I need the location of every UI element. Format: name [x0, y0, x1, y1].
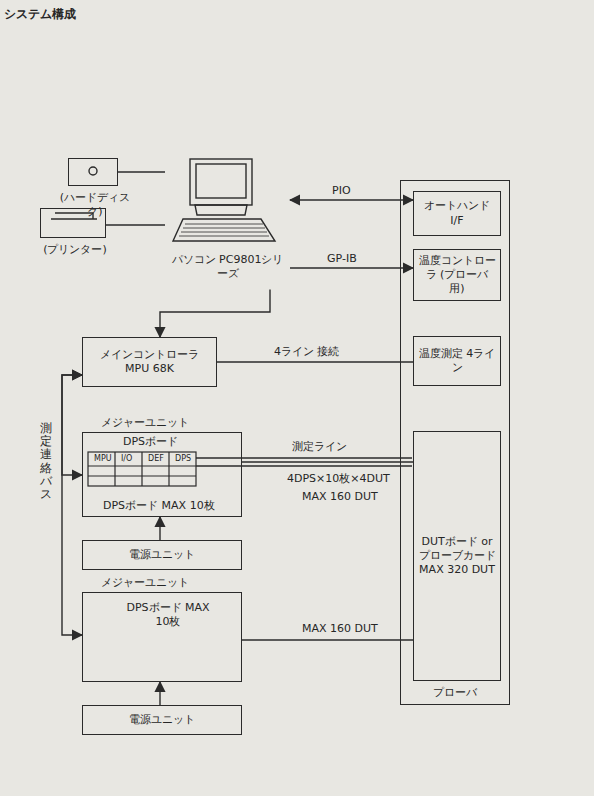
node-text: オートハンド I/F	[414, 199, 500, 228]
node-text: DPSボード MAX 10枚	[103, 499, 215, 513]
power-unit-box: 電源ユニット	[82, 705, 242, 735]
icon-stroke	[196, 164, 246, 198]
connector	[159, 517, 160, 540]
icon-stroke	[190, 159, 252, 205]
connector	[159, 682, 160, 705]
icon-stroke	[179, 236, 269, 237]
table-line	[88, 475, 196, 476]
printer-icon: (プリンター)	[40, 208, 106, 238]
text-stack: 電源ユニット	[83, 548, 241, 562]
temp-controller-box: 温度コントローラ (プローバ用)	[413, 249, 501, 301]
line-spec: MAX 160 DUT	[300, 490, 380, 503]
edge-label: 4ライン 接続	[272, 345, 342, 358]
connector	[290, 267, 413, 268]
node-text: DPSボード MAX 10枚	[123, 601, 213, 630]
edge-label: GP-IB	[325, 252, 359, 265]
edge-label: MAX 160 DUT	[300, 622, 380, 635]
text-stack: DUTボード or プローブカードMAX 320 DUT	[414, 535, 500, 578]
edge-label: 測定ライン	[290, 440, 349, 453]
node-text: MAX 320 DUT	[415, 563, 499, 577]
node-text: DPSボード	[123, 435, 178, 449]
icon-stroke	[183, 228, 265, 229]
prn-drawing	[41, 209, 107, 237]
node-text: MPU 68K	[121, 362, 178, 376]
main-controller-box: メインコントローラMPU 68K	[82, 337, 217, 387]
dut-board-box: DUTボード or プローブカードMAX 320 DUT	[413, 431, 501, 681]
line-spec: 4DPS×10枚×4DUT	[285, 472, 392, 485]
hdd-drawing	[69, 159, 119, 187]
node-text: 温度測定 4ライン	[414, 347, 500, 376]
table-line	[141, 452, 142, 486]
table-cell: DEF	[146, 454, 166, 464]
node-text: DUTボード or プローブカード	[414, 535, 500, 564]
temp-measure-box: 温度測定 4ライン	[413, 336, 501, 386]
table-line	[168, 452, 169, 486]
measure-unit-box: メジャーユニットDPSボード MAX 10枚	[82, 592, 242, 682]
measure-unit-box: メジャーユニットDPSボードDPSボード MAX 10枚	[82, 432, 242, 517]
node-text: プローバ	[401, 686, 509, 700]
text-stack: 温度測定 4ライン	[414, 347, 500, 376]
icon-stroke	[195, 205, 247, 215]
connector	[160, 290, 270, 337]
pc-drawing	[165, 155, 290, 251]
icon-stroke	[181, 232, 267, 233]
text-stack: 温度コントローラ (プローバ用)	[414, 254, 500, 297]
node-text: (プリンター)	[33, 243, 117, 257]
node-text: パソコン PC9801シリーズ	[165, 253, 290, 282]
table-cell: MPU	[92, 454, 114, 464]
page-title: システム構成	[4, 6, 76, 23]
bundle-line	[196, 457, 412, 459]
node-text: メインコントローラ	[96, 348, 203, 362]
table-line	[88, 465, 196, 466]
bundle-line	[196, 465, 412, 467]
icon-stroke	[51, 213, 97, 219]
connector	[62, 375, 82, 635]
node-text: メジャーユニット	[101, 576, 189, 590]
connector	[62, 375, 82, 475]
text-stack: パソコン PC9801シリーズ	[165, 253, 290, 282]
node-text: (ハードディスク)	[55, 191, 135, 220]
connector	[242, 639, 413, 640]
node-text: 電源ユニット	[125, 548, 199, 562]
disk-icon: (ハードディスク)	[68, 158, 118, 186]
connector	[242, 461, 413, 462]
text-stack: 電源ユニット	[83, 713, 241, 727]
prober-box: プローバ オートハンド I/F 温度コントローラ (プローバ用) 温度測定 4ライン D…	[400, 180, 510, 705]
text-stack: メインコントローラMPU 68K	[83, 348, 216, 377]
pc-icon: パソコン PC9801シリーズ	[165, 155, 290, 290]
icon-stroke	[89, 167, 97, 175]
table-line	[114, 452, 115, 486]
icon-stroke	[185, 224, 263, 225]
connector	[118, 171, 165, 172]
node-text: 電源ユニット	[125, 713, 199, 727]
connector	[217, 361, 413, 362]
bus-label: 測定連絡バス	[40, 420, 52, 503]
table-cell: I/O	[119, 454, 134, 464]
text-stack: オートハンド I/F	[414, 199, 500, 228]
icon-stroke	[173, 219, 275, 241]
edge-label: PIO	[330, 184, 353, 197]
connector	[290, 199, 413, 200]
dps-table	[88, 452, 196, 486]
power-unit-box: 電源ユニット	[82, 540, 242, 570]
node-text: メジャーユニット	[101, 416, 189, 430]
node-text: 温度コントローラ (プローバ用)	[414, 254, 500, 297]
interface-box: オートハンド I/F	[413, 191, 501, 236]
connector	[106, 224, 165, 225]
table-cell: DPS	[173, 454, 193, 464]
